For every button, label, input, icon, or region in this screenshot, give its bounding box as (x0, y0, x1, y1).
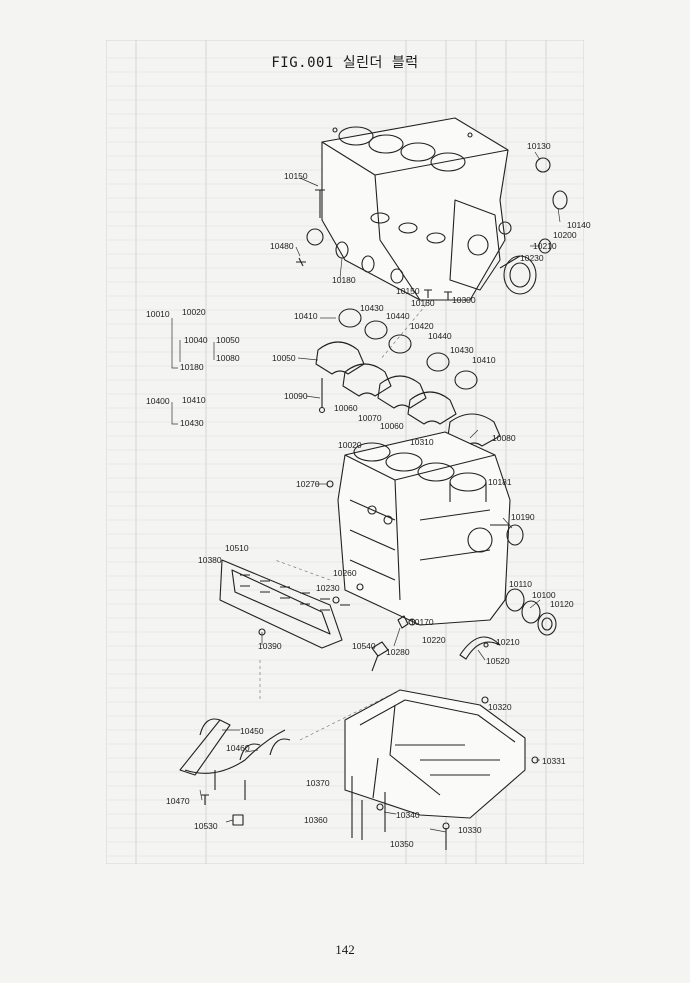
part-label: 10190 (511, 512, 535, 522)
part-label: 10470 (166, 796, 190, 806)
camshaft-plugs (505, 588, 557, 636)
part-label: 10070 (358, 413, 382, 423)
part-label: 10280 (386, 647, 410, 657)
part-label: 10180 (332, 275, 356, 285)
part-label: 10100 (532, 590, 556, 600)
part-label: 10130 (527, 141, 551, 151)
oil-seal-half (459, 636, 501, 660)
part-label: 10310 (410, 437, 434, 447)
part-label: 10400 (146, 396, 170, 406)
part-label: 10300 (452, 295, 476, 305)
injection-pipes (179, 718, 291, 826)
part-label: 10181 (488, 477, 512, 487)
oil-pan (344, 689, 539, 819)
part-label: 10540 (352, 641, 376, 651)
figure-title: FIG.001 실린더 블럭 (271, 55, 419, 71)
part-label: 10200 (553, 230, 577, 240)
part-label: 10420 (410, 321, 434, 331)
part-label: 10050 (272, 353, 296, 363)
part-label: 10350 (390, 839, 414, 849)
part-label: 10170 (410, 617, 434, 627)
part-label: 10380 (198, 555, 222, 565)
part-label: 10260 (333, 568, 357, 578)
part-label: 10410 (182, 395, 206, 405)
part-label: 10080 (492, 433, 516, 443)
part-label: 10060 (334, 403, 358, 413)
part-label: 10360 (304, 815, 328, 825)
part-label: 10320 (488, 702, 512, 712)
part-label: 10150 (284, 171, 308, 181)
page-number: 142 (335, 942, 355, 957)
part-label: 10460 (226, 743, 250, 753)
part-label: 10530 (194, 821, 218, 831)
part-label: 10010 (146, 309, 170, 319)
part-label: 10160 (411, 298, 435, 308)
part-label: 10180 (180, 362, 204, 372)
part-label: 10060 (380, 421, 404, 431)
part-label: 10150 (396, 286, 420, 296)
part-label: 10390 (258, 641, 282, 651)
part-label: 10520 (486, 656, 510, 666)
part-label: 10331 (542, 756, 566, 766)
part-label: 10020 (182, 307, 206, 317)
part-label: 10370 (306, 778, 330, 788)
part-label: 10230 (520, 253, 544, 263)
part-label: 10430 (450, 345, 474, 355)
cylinder-block-top (321, 117, 512, 301)
part-label: 10050 (216, 335, 240, 345)
part-label: 10120 (550, 599, 574, 609)
part-label: 10020 (338, 440, 362, 450)
part-label: 10210 (533, 241, 557, 251)
part-label: 10340 (396, 810, 420, 820)
part-label: 10430 (180, 418, 204, 428)
part-label: 10110 (509, 579, 533, 589)
part-label: 10330 (458, 825, 482, 835)
part-label: 10410 (294, 311, 318, 321)
part-label: 10410 (472, 355, 496, 365)
part-label: 10270 (296, 479, 320, 489)
part-label: 10080 (216, 353, 240, 363)
part-label: 10440 (428, 331, 452, 341)
part-label: 10090 (284, 391, 308, 401)
part-label: 10450 (240, 726, 264, 736)
main-bearing-caps (315, 341, 501, 447)
part-label: 10480 (270, 241, 294, 251)
oil-switch (326, 480, 416, 672)
part-label: 10140 (567, 220, 591, 230)
side-cover-gasket (219, 559, 350, 649)
crankshaft-seal (499, 255, 537, 295)
part-label: 10430 (360, 303, 384, 313)
part-label: 10040 (184, 335, 208, 345)
part-label: 10440 (386, 311, 410, 321)
part-label: 10230 (316, 583, 340, 593)
part-label: 10210 (496, 637, 520, 647)
part-label: 10220 (422, 635, 446, 645)
cylinder-block-main (337, 431, 524, 626)
bearing-shells (338, 308, 478, 390)
part-label: 10510 (225, 543, 249, 553)
